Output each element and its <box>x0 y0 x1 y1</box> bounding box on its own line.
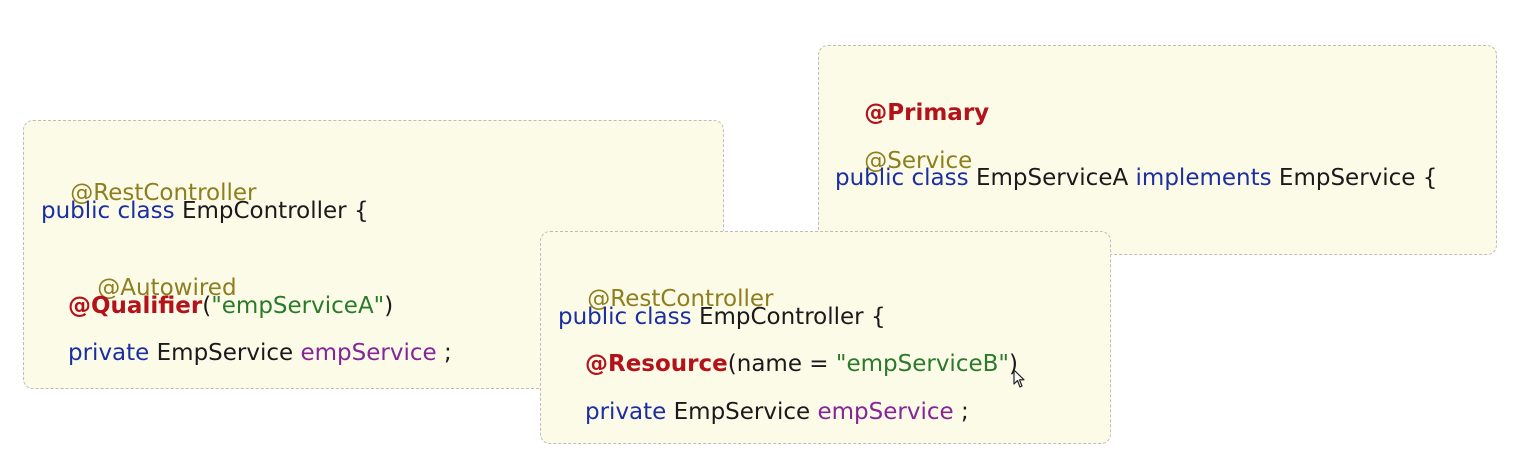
close-paren: ) <box>1008 351 1018 377</box>
field-type: EmpService <box>673 399 811 425</box>
keyword-public: public <box>835 165 905 191</box>
annotation-autowired: @Autowired <box>97 275 237 301</box>
class-name: EmpController <box>181 198 347 224</box>
keyword-class: class <box>117 198 175 224</box>
open-paren: ( <box>202 293 212 319</box>
annotation-resource: @Resource <box>585 351 728 377</box>
open-paren: ( <box>727 351 737 377</box>
open-brace: { <box>353 198 369 224</box>
code-line-class-decl: public class EmpController { <box>558 302 886 332</box>
keyword-public: public <box>558 304 628 330</box>
code-line-resource: @Resource(name = "empServiceB") <box>585 349 1018 379</box>
semicolon: ; <box>960 399 969 425</box>
annotation-restcontroller: @RestController <box>587 286 774 312</box>
class-name: EmpServiceA <box>975 165 1129 191</box>
annotation-restcontroller: @RestController <box>70 180 257 206</box>
close-paren: ) <box>384 293 394 319</box>
resource-value: "empServiceB" <box>835 351 1009 377</box>
field-name: empService <box>817 399 954 425</box>
code-line-restcontroller: @RestController <box>41 148 256 206</box>
code-line-restcontroller: @RestController <box>558 254 773 312</box>
open-brace: { <box>870 304 886 330</box>
code-line-primary: @Primary <box>835 68 989 126</box>
code-card-primary-service: @Primary @Service public class EmpServic… <box>818 45 1497 268</box>
keyword-class: class <box>634 304 692 330</box>
code-line-class-decl: public class EmpServiceA implements EmpS… <box>835 163 1437 193</box>
keyword-private: private <box>585 399 667 425</box>
code-card-resource-controller: @RestController public class EmpControll… <box>540 231 1111 444</box>
code-line-qualifier: @Qualifier("empServiceA") <box>68 291 393 321</box>
keyword-public: public <box>41 198 111 224</box>
interface-name: EmpService <box>1278 165 1416 191</box>
code-line-autowired: @Autowired <box>68 243 236 301</box>
code-line-class-decl: public class EmpController { <box>41 196 369 226</box>
open-brace: { <box>1422 165 1438 191</box>
annotation-service: @Service <box>864 148 973 174</box>
field-name: empService <box>300 340 437 366</box>
code-line-field: private EmpService empService ; <box>585 397 969 427</box>
semicolon: ; <box>443 340 452 366</box>
class-name: EmpController <box>698 304 864 330</box>
annotation-qualifier: @Qualifier <box>68 293 203 319</box>
mouse-cursor-icon <box>1013 369 1025 388</box>
resource-param-name: name = <box>736 351 836 377</box>
annotation-primary: @Primary <box>864 100 990 126</box>
code-line-service: @Service <box>835 116 972 174</box>
code-line-field: private EmpService empService ; <box>68 338 452 368</box>
keyword-implements: implements <box>1135 165 1272 191</box>
keyword-class: class <box>911 165 969 191</box>
keyword-private: private <box>68 340 150 366</box>
field-type: EmpService <box>156 340 294 366</box>
qualifier-value: "empServiceA" <box>211 293 385 319</box>
